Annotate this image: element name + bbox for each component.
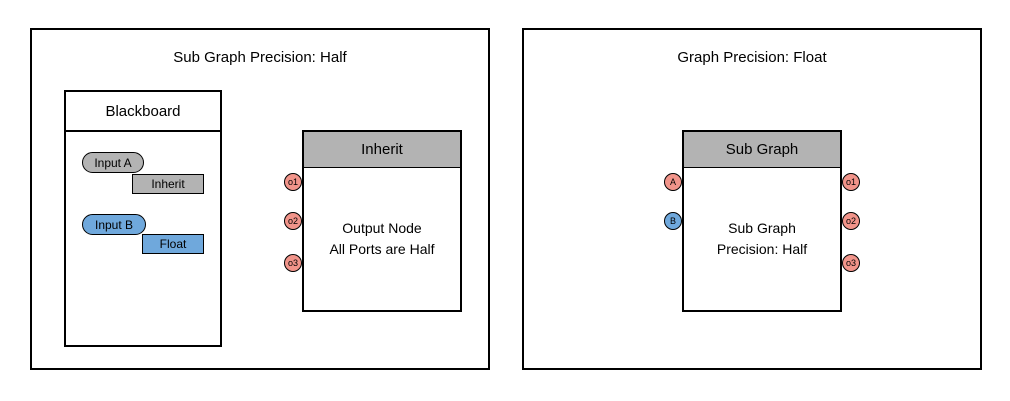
port-o2: o2 xyxy=(284,212,302,230)
subgraph-node-body-line: Sub Graph xyxy=(728,220,796,236)
subgraph-node: Sub Graph Sub Graph Precision: Half xyxy=(682,130,842,312)
port-o1: o1 xyxy=(284,173,302,191)
output-node: Inherit Output Node All Ports are Half xyxy=(302,130,462,312)
subgraph-panel-title: Sub Graph Precision: Half xyxy=(173,49,347,66)
port-o1: o1 xyxy=(842,173,860,191)
port-a: A xyxy=(664,173,682,191)
output-node-body-line: All Ports are Half xyxy=(329,241,435,257)
output-node-body-line: Output Node xyxy=(342,220,422,236)
input-b-pill: Input B xyxy=(82,214,146,235)
port-b: B xyxy=(664,212,682,230)
input-a-pill: Input A xyxy=(82,152,144,173)
blackboard-box: Blackboard Input A Inherit Input B Float xyxy=(64,90,222,347)
graph-panel: Graph Precision: Float Sub Graph Sub Gra… xyxy=(522,28,982,370)
subgraph-node-body-line: Precision: Half xyxy=(716,241,808,257)
output-node-header: Inherit xyxy=(304,132,460,168)
output-node-body: Output Node All Ports are Half xyxy=(304,168,460,310)
port-o3: o3 xyxy=(284,254,302,272)
input-b-type-rect: Float xyxy=(142,234,204,254)
subgraph-panel: Sub Graph Precision: Half Blackboard Inp… xyxy=(30,28,490,370)
subgraph-node-body: Sub Graph Precision: Half xyxy=(684,168,840,310)
port-o2: o2 xyxy=(842,212,860,230)
graph-panel-title: Graph Precision: Float xyxy=(677,49,827,66)
input-a-type-rect: Inherit xyxy=(132,174,204,194)
port-o3: o3 xyxy=(842,254,860,272)
blackboard-title: Blackboard xyxy=(66,92,220,132)
subgraph-node-header: Sub Graph xyxy=(684,132,840,168)
